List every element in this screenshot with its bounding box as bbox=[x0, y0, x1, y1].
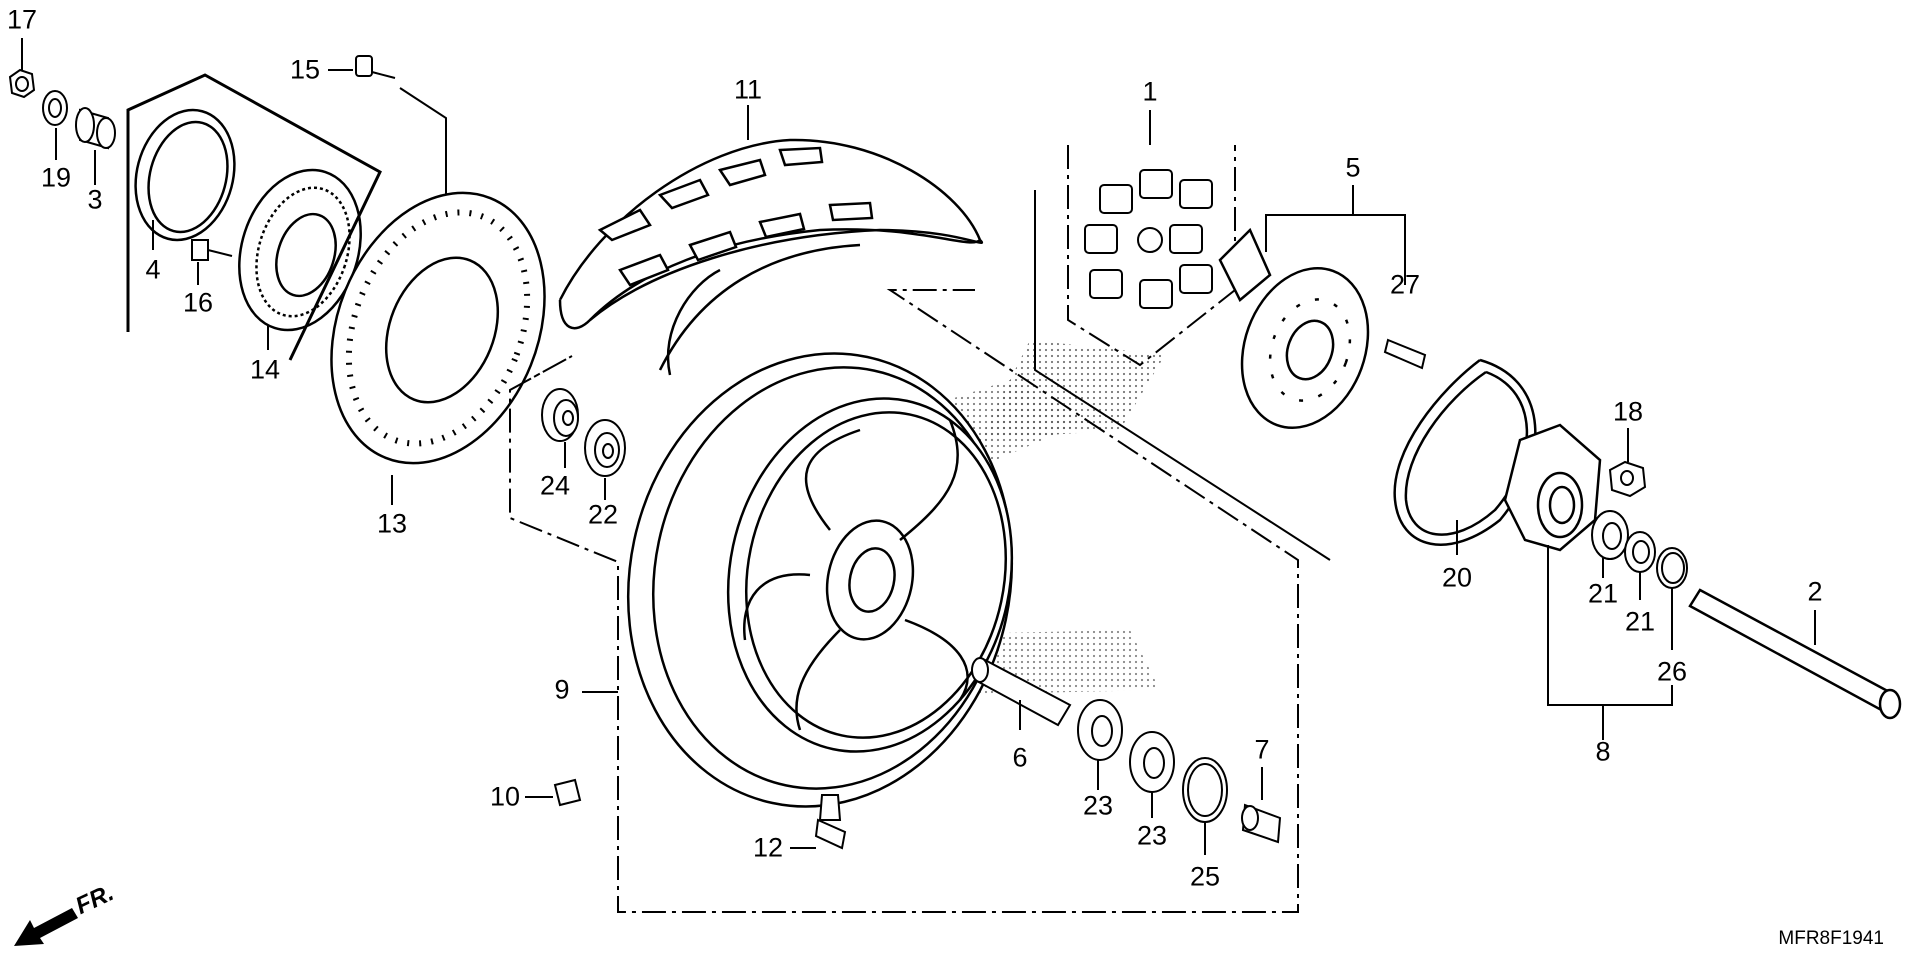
stud-27 bbox=[1383, 338, 1427, 370]
callout-18[interactable]: 18 bbox=[1612, 396, 1644, 427]
diagram-code: MFR8F1941 bbox=[1778, 928, 1884, 949]
collar-3 bbox=[75, 107, 116, 150]
valve-12 bbox=[814, 794, 847, 850]
callout-10[interactable]: 10 bbox=[489, 781, 521, 812]
callout-4[interactable]: 4 bbox=[145, 254, 161, 285]
callout-17[interactable]: 17 bbox=[6, 4, 38, 35]
callout-23a[interactable]: 23 bbox=[1082, 790, 1114, 821]
callout-26[interactable]: 26 bbox=[1656, 656, 1688, 687]
callout-20[interactable]: 20 bbox=[1441, 562, 1473, 593]
callout-13[interactable]: 13 bbox=[376, 508, 408, 539]
driven-flange-5 bbox=[1218, 227, 1370, 429]
callout-8[interactable]: 8 bbox=[1595, 736, 1611, 767]
callout-23b[interactable]: 23 bbox=[1136, 820, 1168, 851]
callout-7[interactable]: 7 bbox=[1254, 734, 1270, 765]
callout-24[interactable]: 24 bbox=[539, 470, 571, 501]
bearing-24 bbox=[541, 388, 579, 442]
collar-6 bbox=[971, 657, 1072, 727]
washer-19 bbox=[42, 90, 68, 126]
callout-3[interactable]: 3 bbox=[87, 184, 103, 215]
bolt-16 bbox=[191, 239, 233, 261]
callout-5[interactable]: 5 bbox=[1345, 152, 1361, 183]
callout-11[interactable]: 11 bbox=[733, 74, 763, 105]
brake-disc-13 bbox=[330, 191, 546, 465]
callout-1[interactable]: 1 bbox=[1142, 76, 1158, 107]
tire-11 bbox=[558, 138, 983, 376]
callout-21b[interactable]: 21 bbox=[1624, 606, 1656, 637]
callout-12[interactable]: 12 bbox=[752, 832, 784, 863]
callout-15[interactable]: 15 bbox=[289, 54, 321, 85]
callout-25[interactable]: 25 bbox=[1189, 861, 1221, 892]
callout-22[interactable]: 22 bbox=[587, 499, 619, 530]
bearing-23b bbox=[1129, 731, 1175, 793]
leader-5 bbox=[1265, 214, 1406, 285]
bearing-23a bbox=[1077, 699, 1123, 761]
callout-19[interactable]: 19 bbox=[40, 162, 72, 193]
callout-16[interactable]: 16 bbox=[182, 287, 214, 318]
final-flange-8 bbox=[1503, 423, 1602, 552]
bearing-22 bbox=[584, 419, 626, 477]
nut-17 bbox=[8, 68, 36, 99]
callout-14[interactable]: 14 bbox=[249, 354, 281, 385]
callout-27[interactable]: 27 bbox=[1389, 269, 1421, 300]
callout-9[interactable]: 9 bbox=[554, 674, 570, 705]
leader-8 bbox=[1547, 545, 1673, 706]
o-ring-26 bbox=[1656, 547, 1688, 589]
wheel-9 bbox=[626, 352, 1014, 808]
leader-lines bbox=[21, 38, 1673, 855]
nut-18 bbox=[1608, 460, 1647, 498]
sensor-ring-4 bbox=[134, 108, 236, 242]
callout-21a[interactable]: 21 bbox=[1587, 578, 1619, 609]
bracket-frame-9 bbox=[509, 289, 1299, 913]
front-direction-arrow-icon bbox=[14, 908, 78, 946]
bracket-frame-4-14 bbox=[126, 73, 382, 361]
callout-2[interactable]: 2 bbox=[1807, 576, 1823, 607]
callout-6[interactable]: 6 bbox=[1012, 742, 1028, 773]
axle-2 bbox=[1688, 588, 1902, 720]
balance-weight-10 bbox=[553, 778, 582, 807]
bearing-21 bbox=[1591, 510, 1629, 560]
bolt-15 bbox=[355, 55, 396, 79]
collar-7 bbox=[1241, 803, 1282, 844]
circlip-20 bbox=[1393, 358, 1537, 546]
seal-25 bbox=[1182, 757, 1228, 823]
damper-set-1 bbox=[1034, 145, 1331, 561]
seal-21 bbox=[1624, 531, 1656, 573]
